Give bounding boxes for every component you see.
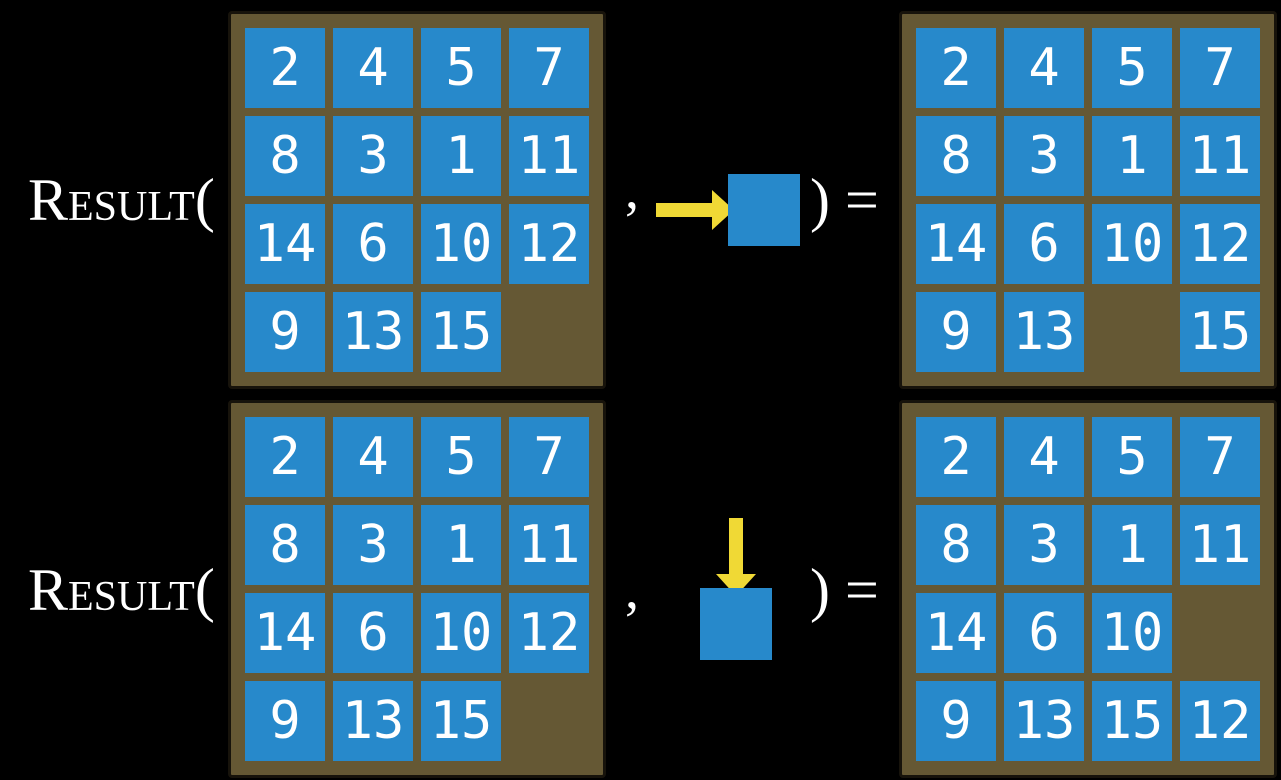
puzzle-tile: 12 [509,593,589,673]
blank-cell [509,292,589,372]
puzzle-tile: 1 [421,116,501,196]
comma-separator: , [625,159,639,221]
puzzle-tile: 14 [916,593,996,673]
comma-separator: , [625,559,639,621]
puzzle-tile: 15 [421,681,501,761]
puzzle-tile: 1 [421,505,501,585]
puzzle-tile: 15 [1092,681,1172,761]
puzzle-tile: 10 [1092,593,1172,673]
puzzle-tile: 4 [333,417,413,497]
puzzle-tile: 9 [245,681,325,761]
puzzle-tile: 2 [916,28,996,108]
puzzle-tile: 12 [1180,681,1260,761]
puzzle-tile: 10 [421,204,501,284]
puzzle-tile: 11 [509,116,589,196]
puzzle-tile: 13 [1004,681,1084,761]
puzzle-tile: 15 [421,292,501,372]
puzzle-tile: 7 [509,28,589,108]
puzzle-tile: 1 [1092,116,1172,196]
puzzle-tile: 8 [916,505,996,585]
puzzle-tile: 9 [245,292,325,372]
puzzle-tile: 11 [1180,116,1260,196]
puzzle-tile: 9 [916,681,996,761]
puzzle-tile: 5 [421,28,501,108]
blank-cell [1180,593,1260,673]
puzzle-tile: 2 [916,417,996,497]
puzzle-tile: 14 [245,204,325,284]
puzzle-tile: 11 [509,505,589,585]
puzzle-tile: 14 [916,204,996,284]
puzzle-tile: 3 [1004,116,1084,196]
puzzle-tile: 1 [1092,505,1172,585]
action-tile-square [728,174,800,246]
puzzle-tile: 7 [1180,28,1260,108]
puzzle-tile: 13 [333,292,413,372]
puzzle-tile: 6 [333,593,413,673]
close-paren-equals: ) = [810,167,879,233]
puzzle-tile: 4 [1004,28,1084,108]
close-paren-equals: ) = [810,557,879,623]
puzzle-tile: 7 [509,417,589,497]
puzzle-tile: 13 [1004,292,1084,372]
puzzle-tile: 13 [333,681,413,761]
puzzle-tile: 7 [1180,417,1260,497]
puzzle-tile: 6 [1004,593,1084,673]
result-function-label: Result( [28,557,215,623]
puzzle-tile: 5 [1092,28,1172,108]
blank-cell [1092,292,1172,372]
puzzle-tile: 2 [245,28,325,108]
puzzle-tile: 10 [421,593,501,673]
puzzle-tile: 10 [1092,204,1172,284]
puzzle-tile: 3 [333,505,413,585]
arrow-right-shape [656,190,734,230]
puzzle-tile: 6 [333,204,413,284]
puzzle-tile: 8 [245,116,325,196]
puzzle-tile: 5 [1092,417,1172,497]
puzzle-tile: 4 [1004,417,1084,497]
puzzle-tile: 15 [1180,292,1260,372]
puzzle-tile: 3 [1004,505,1084,585]
puzzle-tile: 14 [245,593,325,673]
puzzle-tile: 5 [421,417,501,497]
action-tile-square [700,588,772,660]
blank-cell [509,681,589,761]
puzzle-tile: 11 [1180,505,1260,585]
puzzle-tile: 6 [1004,204,1084,284]
puzzle-tile: 2 [245,417,325,497]
arrow-down-icon [716,518,756,596]
puzzle-tile: 12 [509,204,589,284]
arrow-down-shape [716,518,756,596]
puzzle-tile: 3 [333,116,413,196]
puzzle-tile: 9 [916,292,996,372]
puzzle-tile: 8 [245,505,325,585]
result-function-label: Result( [28,167,215,233]
puzzle-tile: 4 [333,28,413,108]
puzzle-tile: 12 [1180,204,1260,284]
arrow-right-icon [656,190,734,230]
puzzle-tile: 8 [916,116,996,196]
